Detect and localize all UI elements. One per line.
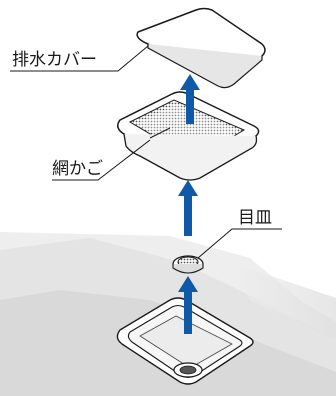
- eye-plate-label: 目皿: [238, 208, 272, 228]
- up-arrow-icon: [180, 74, 200, 124]
- leader-lines: [10, 45, 282, 259]
- drain-cover-label: 排水カバー: [12, 50, 97, 70]
- up-arrow-icon: [178, 180, 198, 236]
- mesh-basket-label: 網かご: [52, 159, 103, 179]
- mesh-basket-leader: [52, 139, 151, 181]
- mesh-basket: [117, 91, 260, 181]
- drain-cover-leader: [10, 45, 149, 72]
- up-arrow-icon: [178, 276, 198, 334]
- drain-cover: [136, 7, 266, 89]
- eye-plate-leader: [197, 228, 282, 259]
- eye-plate: [172, 255, 204, 274]
- drain-trap: [116, 297, 254, 385]
